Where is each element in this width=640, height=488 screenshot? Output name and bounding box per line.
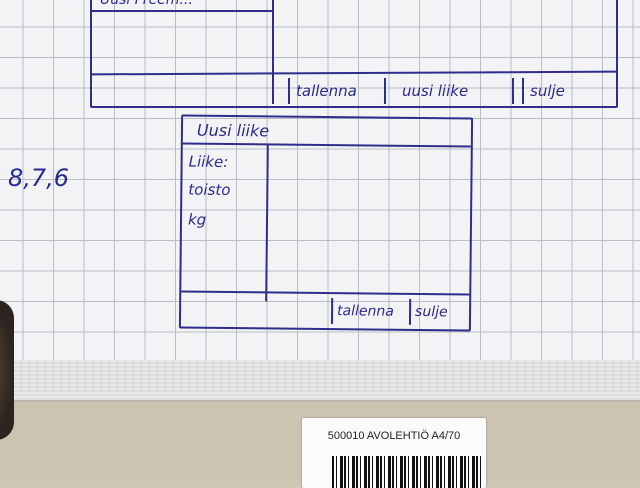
sketch-main-titlebar: Uusi Freem... — [92, 0, 274, 12]
sketch-new-move-button: uusi liike — [396, 78, 514, 104]
sketch-field-reps: toisto — [188, 180, 231, 199]
sketch-close-button: sulje — [522, 78, 610, 104]
sketch-dialog-titlebar: Uusi liike — [182, 116, 472, 148]
sketch-save-button: tallenna — [288, 78, 386, 104]
perforation-edge — [0, 358, 640, 394]
paper-stack-edges — [0, 352, 640, 402]
sketch-dialog-title: Uusi liike — [196, 120, 270, 141]
sketch-main-title: Uusi Freem... — [100, 0, 193, 8]
barcode-icon — [332, 456, 482, 488]
sketch-dialog-save-button: tallenna — [330, 298, 414, 325]
sketch-dialog-field-column: Liike: toisto kg — [181, 144, 269, 302]
sketch-new-move-dialog: Uusi liike Liike: toisto kg tallenna sul… — [178, 114, 474, 332]
sketch-main-window: Uusi Freem... tallenna uusi liike sulje — [90, 0, 618, 108]
grid-paper: Uusi Freem... tallenna uusi liike sulje … — [0, 0, 640, 360]
thumb — [0, 300, 14, 440]
sketch-main-divider — [272, 0, 274, 104]
notebook-label: 500010 AVOLEHTIÖ A4/70 — [302, 418, 486, 488]
sketch-field-move: Liike: — [188, 152, 229, 171]
margin-note: 8,7,6 — [8, 164, 70, 192]
sketch-field-kg: kg — [187, 210, 207, 229]
sketch-main-footer-line — [91, 70, 617, 76]
sketch-dialog-close-button: sulje — [408, 298, 474, 326]
notebook-label-text: 500010 AVOLEHTIÖ A4/70 — [327, 430, 461, 442]
